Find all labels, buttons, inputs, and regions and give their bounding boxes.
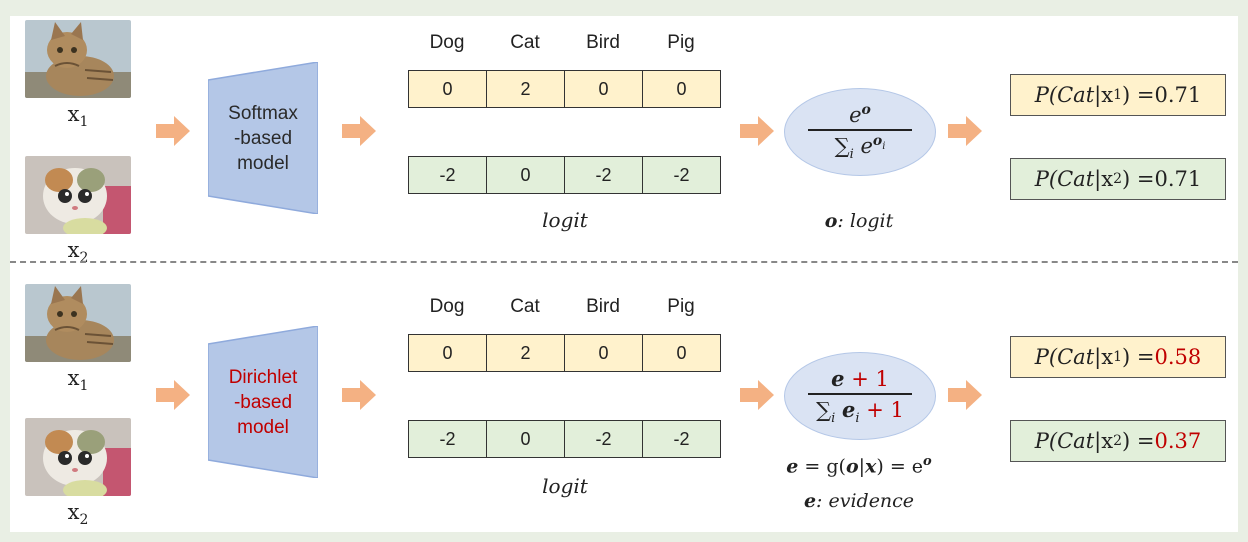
logit-cell: -2 — [565, 421, 643, 457]
model-label: Softmax -based model — [228, 102, 298, 174]
logit-cell: 0 — [409, 335, 487, 371]
flow-arrow-icon — [342, 380, 376, 410]
logit-cell: -2 — [565, 157, 643, 193]
evidence-equation: e = g(o|x) = eo — [786, 454, 932, 478]
logit-note: o: logit — [824, 210, 894, 232]
tabby-cat-image — [25, 284, 131, 362]
softmax-formula-ellipse: eo ∑i eoi — [784, 88, 936, 176]
class-header-bird: Bird — [586, 32, 620, 53]
flow-arrow-icon — [948, 380, 982, 410]
class-header-pig: Pig — [667, 296, 695, 317]
softmax-model-block: Softmax -based model — [208, 62, 318, 214]
logit-row-x1: 0 2 0 0 — [408, 334, 721, 372]
logit-cell: -2 — [409, 157, 487, 193]
class-header-dog: Dog — [429, 32, 465, 53]
flow-arrow-icon — [740, 380, 774, 410]
flow-arrow-icon — [156, 116, 190, 146]
tabby-cat-image — [25, 20, 131, 98]
logit-cell: -2 — [673, 164, 690, 185]
input-label-x1: x1 — [67, 366, 89, 395]
flow-arrow-icon — [342, 116, 376, 146]
fluffy-cat-image — [25, 156, 131, 234]
logit-row-x1: 0 2 0 0 — [408, 70, 721, 108]
class-header-bird: Bird — [586, 296, 620, 317]
logit-cell: 2 — [487, 71, 565, 107]
evidence-note: e: evidence — [803, 490, 915, 512]
softmax-formula: eo ∑i eoi — [785, 89, 935, 175]
flow-arrow-icon — [156, 380, 190, 410]
input-label-x2: x2 — [67, 500, 89, 529]
logit-cell: -2 — [409, 421, 487, 457]
class-header-pig: Pig — [667, 32, 695, 53]
logit-cell: 0 — [409, 71, 487, 107]
logit-cell: 0 — [676, 342, 687, 363]
panel-divider — [10, 261, 1238, 263]
diagram-canvas: x1 x2 Softmax -based model Dog Cat — [10, 16, 1238, 532]
flow-arrow-icon — [740, 116, 774, 146]
dirichlet-model-block: Dirichlet -based model — [208, 326, 318, 478]
class-header-dog: Dog — [429, 296, 465, 317]
logit-caption: logit — [542, 208, 588, 232]
input-label-x2: x2 — [67, 238, 89, 267]
fluffy-cat-image — [25, 418, 131, 496]
class-header-cat: Cat — [510, 296, 540, 317]
logit-cell: -2 — [673, 428, 690, 449]
input-label-x1: x1 — [67, 102, 89, 131]
logit-cell: 0 — [676, 78, 687, 99]
flow-arrow-icon — [948, 116, 982, 146]
logit-caption: logit — [542, 474, 588, 498]
logit-cell: 0 — [487, 157, 565, 193]
logit-cell: 0 — [487, 421, 565, 457]
dirichlet-formula-ellipse: e + 1 ∑i ei + 1 — [784, 352, 936, 440]
dirichlet-formula: e + 1 ∑i ei + 1 — [785, 353, 935, 439]
logit-cell: 0 — [565, 71, 643, 107]
logit-row-x2: -2 0 -2 -2 — [408, 156, 721, 194]
logit-cell: 2 — [487, 335, 565, 371]
logit-row-x2: -2 0 -2 -2 — [408, 420, 721, 458]
class-header-cat: Cat — [510, 32, 540, 53]
model-label: Dirichlet -based model — [228, 366, 298, 438]
logit-cell: 0 — [565, 335, 643, 371]
